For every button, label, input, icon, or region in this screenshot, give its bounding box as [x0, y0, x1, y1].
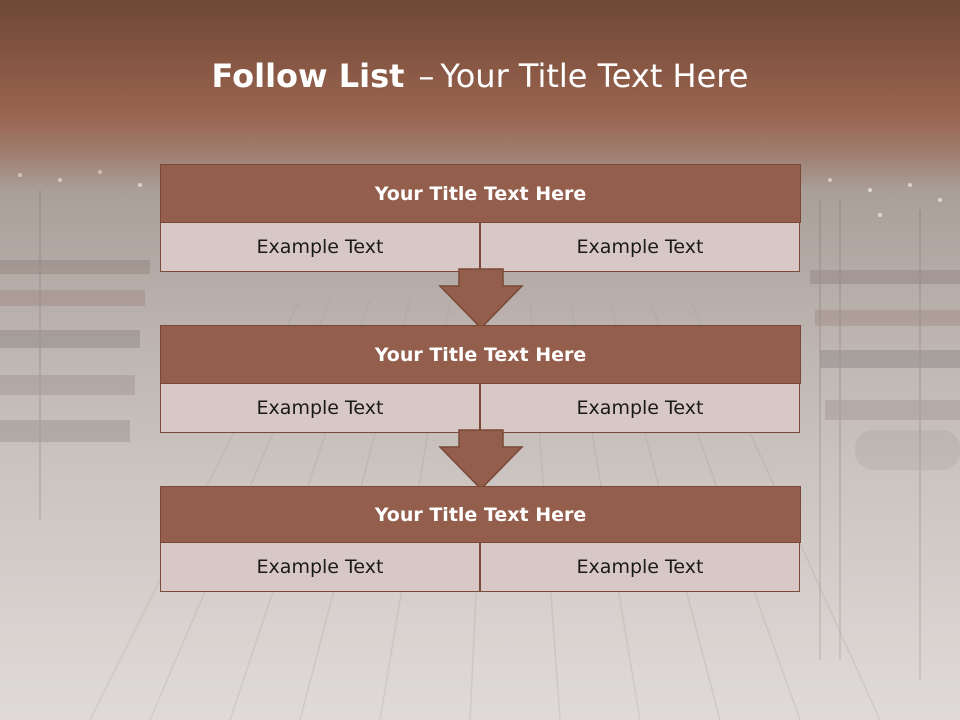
block-cell-right: Example Text — [480, 383, 800, 433]
block-cell-left: Example Text — [160, 383, 480, 433]
block-cell-right: Example Text — [480, 542, 800, 592]
slide-title: Follow List–Your Title Text Here — [0, 52, 960, 100]
list-block-2: Your Title Text Here Example Text Exampl… — [160, 325, 801, 433]
block-header: Your Title Text Here — [160, 486, 801, 543]
list-block-3: Your Title Text Here Example Text Exampl… — [160, 486, 801, 592]
block-cell-left: Example Text — [160, 222, 480, 272]
down-arrow-icon — [438, 429, 524, 491]
block-header: Your Title Text Here — [160, 164, 801, 223]
block-cell-left: Example Text — [160, 542, 480, 592]
list-block-1: Your Title Text Here Example Text Exampl… — [160, 164, 801, 272]
slide-title-separator: – — [418, 57, 435, 95]
slide-title-bold: Follow List — [211, 57, 405, 95]
block-cell-right: Example Text — [480, 222, 800, 272]
down-arrow-icon — [438, 268, 524, 330]
slide-title-rest: Your Title Text Here — [440, 57, 749, 95]
block-header: Your Title Text Here — [160, 325, 801, 384]
